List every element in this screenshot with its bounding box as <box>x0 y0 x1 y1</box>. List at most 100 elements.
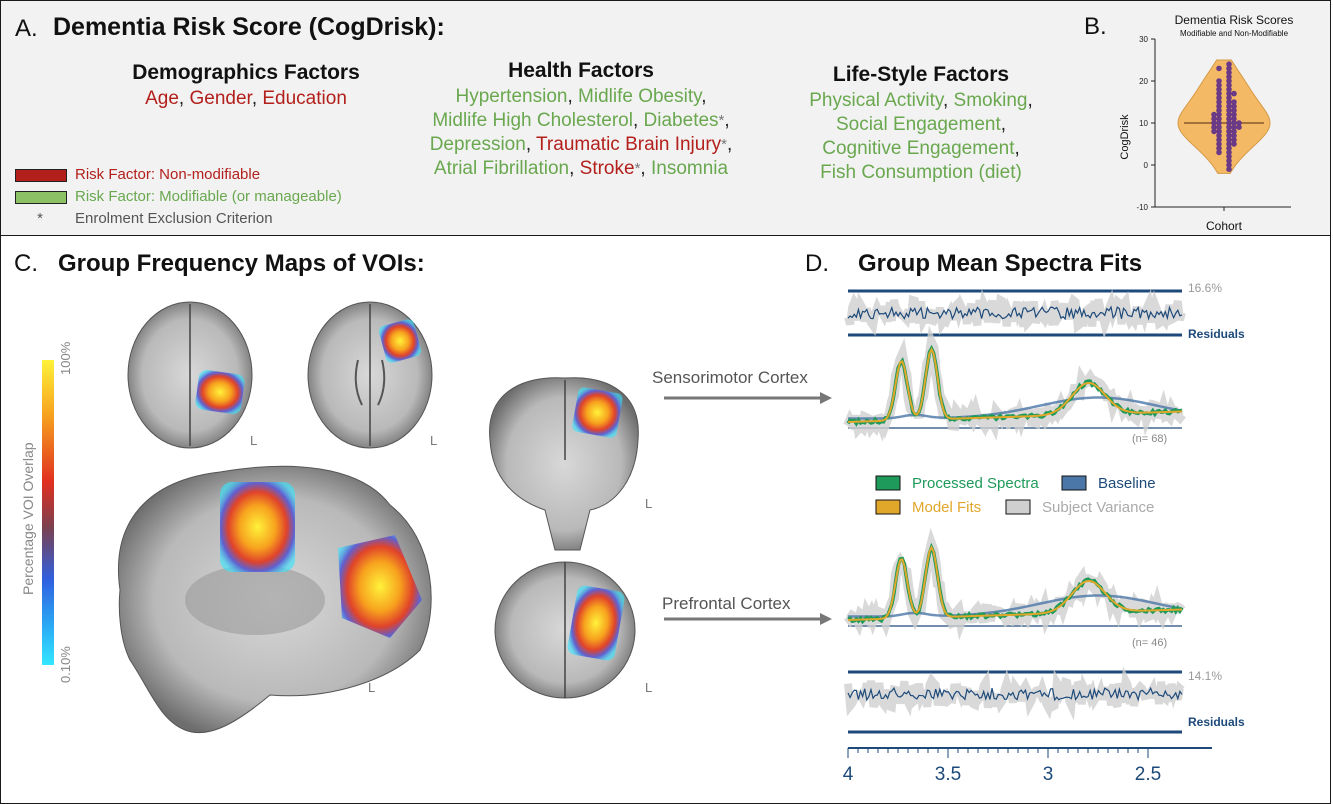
svg-text:Baseline: Baseline <box>1098 475 1156 492</box>
data-point <box>1231 111 1237 118</box>
axial-slice-mid: L <box>307 301 437 449</box>
svg-text:Subject Variance: Subject Variance <box>1042 499 1154 516</box>
lifestyle-column: Life-Style Factors Physical Activity, Sm… <box>771 63 1071 185</box>
data-point <box>1231 120 1237 126</box>
demographics-items: Age, Gender, Education <box>145 88 347 109</box>
legend-model-swatch <box>875 499 901 515</box>
factor-afib: Atrial Fibrillation <box>433 158 570 179</box>
data-point <box>1211 120 1217 126</box>
residual-bottom-percent: 14.1% <box>1188 669 1222 683</box>
violin-body <box>1177 59 1271 174</box>
factor-insomnia: Insomnia <box>650 158 729 179</box>
data-point <box>1231 103 1237 109</box>
data-point <box>1211 128 1217 135</box>
data-point <box>1226 90 1232 97</box>
data-point <box>1226 65 1232 72</box>
health-items: Hypertension, Midlife Obesity, Midlife H… <box>429 86 733 179</box>
residual-variance <box>844 666 1185 721</box>
y-tick-label: -10 <box>1136 203 1148 212</box>
data-point <box>1216 99 1222 105</box>
svg-text:L: L <box>368 680 375 695</box>
overlap-colorbar <box>42 360 54 665</box>
residual-top-percent: 16.6% <box>1188 281 1222 295</box>
data-point <box>1211 116 1217 122</box>
residual-bottom-label: Residuals <box>1188 715 1245 729</box>
data-point <box>1216 149 1222 156</box>
risk-score-chart: Dementia Risk Scores Modifiable and Non-… <box>1119 13 1294 233</box>
panel-d-letter: D. <box>805 250 829 277</box>
legend-swatch-green <box>15 190 67 204</box>
factor-social: Social Engagement <box>835 114 1001 135</box>
baseline-curve <box>848 396 1183 420</box>
residual-variance <box>844 288 1186 339</box>
panel-a-letter: A. <box>15 15 38 42</box>
data-point <box>1226 162 1232 168</box>
y-tick-label: 30 <box>1139 35 1148 44</box>
svg-text:L: L <box>645 496 652 511</box>
chart-title: Dementia Risk Scores <box>1175 13 1294 27</box>
data-point <box>1226 153 1232 160</box>
colorbar-bottom-label: 0.10% <box>58 646 73 683</box>
factor-depression: Depression <box>429 134 526 155</box>
health-title: Health Factors <box>508 59 654 82</box>
factor-cognitive: Cognitive Engagement <box>822 138 1015 159</box>
y-tick-label: 10 <box>1139 119 1148 128</box>
sagittal-slice: L <box>118 465 432 734</box>
brain-maps: L L L L L <box>118 301 652 734</box>
data-point <box>1216 82 1222 88</box>
data-point <box>1216 65 1222 72</box>
data-point <box>1226 141 1232 147</box>
data-point <box>1231 132 1237 139</box>
factor-education: Education <box>262 88 347 109</box>
data-point <box>1236 120 1242 126</box>
data-point <box>1226 116 1232 122</box>
factor-hypertension: Hypertension <box>455 86 568 107</box>
axial-slice-superior: L <box>127 301 257 449</box>
colorbar-label: Percentage VOI Overlap <box>20 442 36 595</box>
lifestyle-items: Physical Activity, Smoking, Social Engag… <box>809 90 1033 183</box>
data-point <box>1231 116 1237 122</box>
data-point <box>1226 103 1232 109</box>
region-arrows <box>664 392 832 625</box>
data-point <box>1226 86 1232 93</box>
residual-line <box>847 305 1183 321</box>
data-point <box>1231 128 1237 135</box>
data-point <box>1226 128 1232 135</box>
ppm-tick-label: 3 <box>1043 764 1054 785</box>
risk-legend: Risk Factor: Non-modifiable Risk Factor:… <box>15 164 342 230</box>
baseline-curve <box>848 594 1183 618</box>
data-point <box>1231 141 1237 147</box>
prefrontal-spectra <box>844 527 1186 734</box>
panel-a-risk-score: A. Dementia Risk Score (CogDrisk): Demog… <box>0 0 1331 236</box>
data-point <box>1211 111 1217 118</box>
data-point <box>1226 95 1232 101</box>
x-category-label: Cohort <box>1206 219 1243 233</box>
legend-swatch-red <box>15 168 67 182</box>
axial-slice-frontal: L <box>494 561 652 699</box>
data-point <box>1211 124 1217 130</box>
data-point <box>1226 158 1232 164</box>
n-bottom: (n= 46) <box>1132 637 1167 649</box>
factor-fish: Fish Consumption (diet) <box>820 162 1022 183</box>
panel-d-title: Group Mean Spectra Fits <box>858 250 1143 277</box>
data-points <box>1211 61 1242 172</box>
data-point <box>1226 78 1232 84</box>
svg-text:L: L <box>645 680 652 695</box>
factor-cholesterol: Midlife High Cholesterol <box>432 110 633 131</box>
data-point <box>1216 103 1222 109</box>
data-point <box>1231 137 1237 143</box>
factor-physical-activity: Physical Activity <box>809 90 943 111</box>
data-point <box>1226 120 1232 126</box>
y-axis-label: CogDrisk <box>1119 114 1131 160</box>
data-point <box>1226 166 1232 172</box>
legend-baseline-swatch <box>1061 475 1087 491</box>
data-point <box>1226 107 1232 114</box>
data-point <box>1226 145 1232 151</box>
data-point <box>1231 124 1237 130</box>
coronal-slice: L <box>489 377 652 551</box>
n-top: (n= 68) <box>1132 433 1167 445</box>
region-label-prefrontal: Prefrontal Cortex <box>662 594 791 613</box>
demographics-column: Demographics Factors Age, Gender, Educat… <box>111 61 381 111</box>
factor-midlife-obesity: Midlife Obesity <box>578 86 702 107</box>
